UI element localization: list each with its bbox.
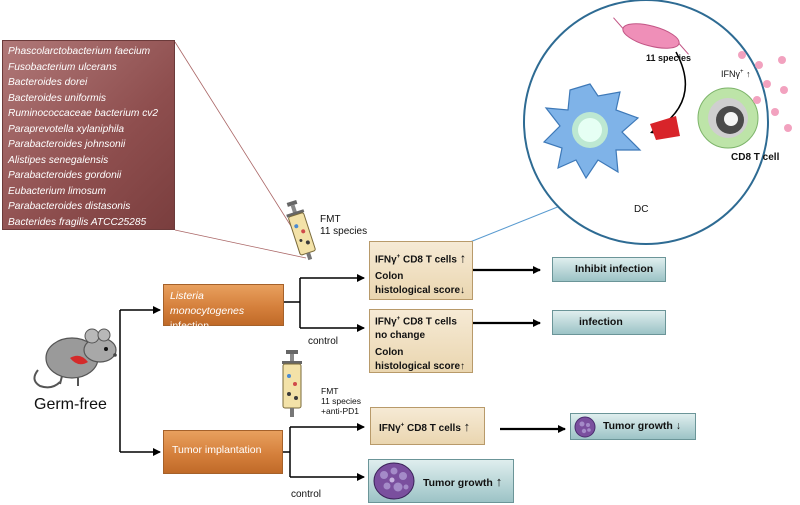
circle-ifn-label: IFNγ+ ↑	[721, 69, 751, 79]
ifn-text: IFNγ	[721, 69, 740, 79]
colon-text: Colon	[375, 347, 404, 359]
species-item: Bacterides fragilis ATCC25285	[8, 216, 147, 228]
cd8-text: CD8 T cells	[400, 316, 457, 328]
mouse-icon	[33, 328, 117, 389]
tumor-growth-text: Tumor growth	[603, 420, 673, 432]
fmt-label-bottom: FMT 11 species +anti-PD1	[321, 386, 361, 416]
species-item: Parabacteroides johnsonii	[8, 139, 126, 150]
colon-text: Colon	[375, 271, 404, 283]
tumor-fmt-result-box: IFNγ+ CD8 T cells ↑	[370, 407, 485, 445]
score-text: histological score	[375, 360, 461, 372]
up-arrow: ↑	[495, 474, 503, 489]
species-item: Alistipes senegalensis	[8, 154, 109, 166]
fmt-text: FMT	[321, 386, 339, 396]
result-fmt-box: IFNγ+ CD8 T cells ↑ Colon histological s…	[369, 241, 473, 300]
species-item: Eubacterium limosum	[8, 185, 106, 197]
cd8-text: CD8 T cells	[400, 254, 457, 266]
tumor-implantation-box: Tumor implantation	[163, 430, 283, 474]
ifn-text: IFNγ	[375, 254, 397, 266]
infection-box: infection	[552, 310, 666, 335]
germ-free-label: Germ-free	[34, 396, 107, 413]
cd8-label: CD8 T cell	[731, 152, 780, 163]
zoom-line-species-top	[174, 41, 307, 251]
no-change-text: no change	[375, 329, 426, 341]
listeria-name: Listeria monocytogenes	[170, 290, 245, 317]
cd8-text: CD8 T cells	[404, 423, 461, 434]
ifn-sup: +	[740, 69, 744, 75]
up-arrow: ↑	[460, 360, 466, 372]
ifn-sup: +	[400, 422, 405, 429]
up-arrow: ↑	[463, 419, 471, 434]
listeria-infection-box: Listeria monocytogenes infection	[163, 284, 284, 332]
fmt-text: FMT	[320, 214, 341, 225]
down-arrow: ↓	[675, 420, 681, 432]
immune-zoom-circle	[523, 0, 792, 245]
result-control-box: IFNγ+ CD8 T cells no change Colon histol…	[369, 309, 473, 373]
species-item: Ruminococcaceae bacterium cv2	[8, 108, 159, 119]
circle-species-label: 11 species	[646, 53, 692, 63]
ifn-text: IFNγ	[375, 316, 397, 328]
ifn-dots	[738, 51, 792, 132]
bacterium-icon	[613, 17, 689, 55]
species-item: Bacteroides uniformis	[8, 92, 106, 104]
tumor-growth-text: Tumor growth	[423, 477, 493, 489]
control-label-bottom: control	[291, 489, 322, 500]
ifn-sup: +	[396, 316, 401, 322]
ifn-arrow: ↑	[746, 69, 751, 79]
inhibit-infection-box: Inhibit infection	[552, 257, 666, 282]
listeria-infection-text: infection	[170, 320, 210, 332]
fmt-species-text: 11 species	[321, 396, 362, 406]
ifn-text: IFNγ	[379, 423, 401, 434]
species-item: Parabacteroides gordonii	[8, 170, 122, 181]
ifn-sup: +	[396, 254, 401, 260]
anti-pd1-text: +anti-PD1	[321, 406, 360, 416]
tumor-large-icon	[373, 462, 415, 500]
up-arrow: ↑	[459, 250, 467, 266]
zoom-line-species-bottom	[174, 229, 307, 259]
fmt-label-top: FMT 11 species	[320, 214, 367, 238]
score-text: histological score	[375, 285, 461, 297]
dc-label: DC	[634, 204, 649, 215]
syringe-icon	[286, 200, 316, 261]
syringe-anti-pd1-icon	[282, 350, 302, 417]
species-item: Parabacteroides distasonis	[8, 201, 131, 212]
species-item: Phascolarctobacterium faecium	[8, 46, 151, 57]
species-list-box: Phascolarctobacterium faecium Fusobacter…	[2, 40, 175, 230]
fmt-species-text: 11 species	[320, 226, 368, 237]
control-label-top: control	[308, 336, 339, 347]
species-item: Fusobacterium ulcerans	[8, 61, 117, 73]
tumor-small-icon	[574, 416, 596, 438]
species-item: Paraprevotella xylaniphila	[8, 123, 125, 135]
species-item: Bacteroides dorei	[8, 77, 88, 88]
down-arrow: ↓	[460, 285, 466, 297]
